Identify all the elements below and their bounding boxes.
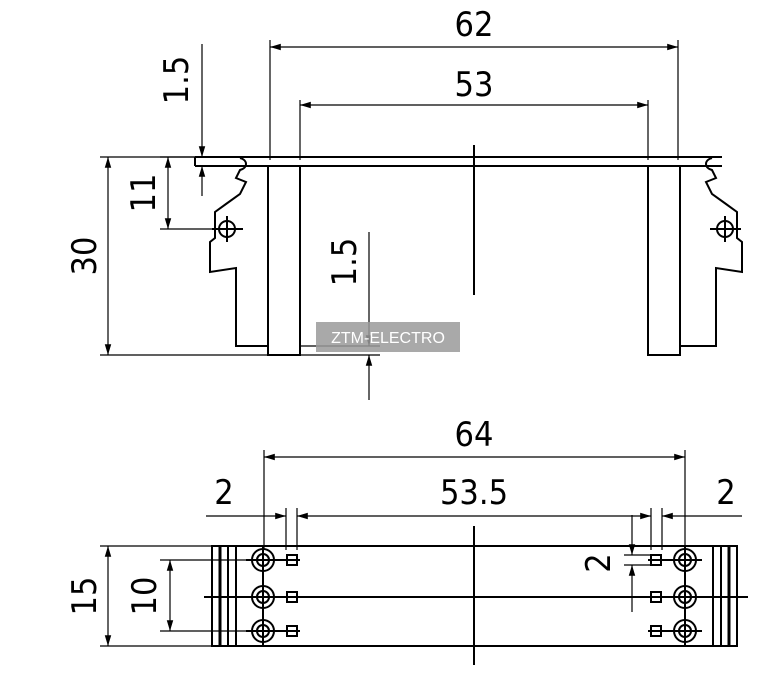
dim-inner-width: 53 — [455, 65, 494, 105]
dim-mount-height: 11 — [124, 174, 164, 213]
front-view: 62 53 1.5 11 30 1.5 — [65, 5, 743, 400]
left-mounting-ear — [209, 157, 268, 347]
dim-bottom-inner-width: 53.5 — [440, 473, 508, 513]
left-contacts — [246, 546, 300, 646]
dim-hole-span: 10 — [125, 577, 165, 616]
watermark: ZTM-ELECTRO — [316, 322, 460, 352]
right-contacts — [648, 546, 702, 646]
dim-right-margin: 2 — [716, 473, 735, 513]
dim-total-height: 30 — [65, 237, 105, 276]
dim-pitch: 2 — [579, 553, 619, 572]
left-leg — [267, 166, 301, 356]
dim-overall-width: 62 — [455, 5, 494, 45]
dim-left-margin: 2 — [214, 473, 233, 513]
right-mounting-ear — [680, 157, 743, 347]
dim-plate-thickness: 1.5 — [157, 56, 197, 105]
right-leg — [647, 166, 681, 356]
dim-bottom-overall-width: 64 — [455, 415, 494, 455]
dim-bottom-gap: 1.5 — [325, 238, 365, 287]
plan-view: 64 53.5 2 2 2 15 10 — [65, 415, 748, 665]
dim-total-depth: 15 — [65, 577, 105, 616]
watermark-text: ZTM-ELECTRO — [331, 330, 445, 347]
